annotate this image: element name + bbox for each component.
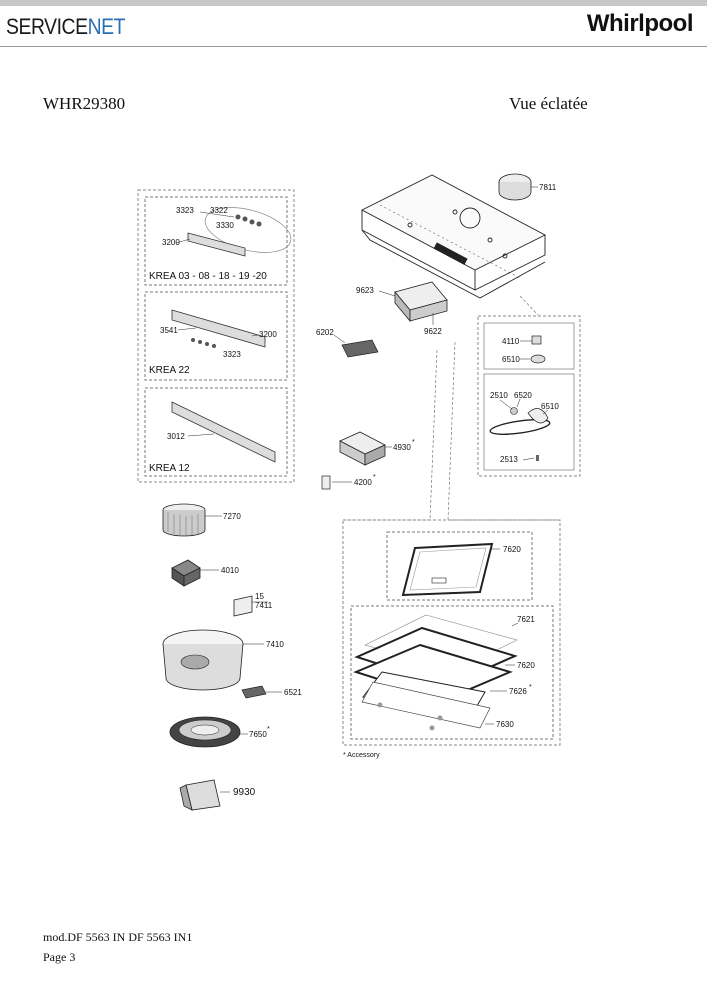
kit-krea-03-panel [187,232,246,257]
part-7270: 7270 [162,503,241,537]
part-6521: 6521 [241,685,302,699]
label-3330: 3330 [216,221,234,230]
label-3323: 3323 [176,206,194,215]
label-7411: 7411 [255,601,273,610]
label-7270: 7270 [223,512,241,521]
label-3322: 3322 [210,206,228,215]
star-4930: * [412,439,415,446]
part-4930: 4930 * [339,431,415,466]
label-4930: 4930 [393,443,411,452]
label-7650: 7650 [249,730,267,739]
label-7811: 7811 [539,183,557,192]
part-4110: 4110 [502,335,542,346]
filter-box-bottom [350,605,554,740]
label-7630: 7630 [496,720,514,729]
label-2513: 2513 [500,455,518,464]
light-box-1 [483,322,575,370]
footer-page: Page 3 [43,950,76,964]
kit-krea-03-knobs [235,214,262,227]
label-7620-b: 7620 [517,661,535,670]
part-7410: 7410 [162,629,284,691]
star-7650: * [267,726,270,733]
light-panel-outer [477,315,581,477]
label-3012: 3012 [167,432,185,441]
filter-box-top [386,531,533,601]
label-2510: 2510 [490,391,508,400]
part-light-assembly: 2510 6520 6510 2513 [489,391,559,464]
label-6521: 6521 [284,688,302,697]
label-9623: 9623 [356,286,374,295]
accessory-note: * Accessory [343,752,380,759]
header-divider [0,46,707,47]
kit-krea-12-panel [171,401,276,463]
kit-krea-03-box [144,196,288,286]
part-9622-9623: 9623 9622 [356,281,448,336]
top-bar [0,0,707,6]
label-7410: 7410 [266,640,284,649]
star-4200: * [373,474,376,481]
star-7626: * [529,684,532,691]
label-6202: 6202 [316,328,334,337]
label-3541: 3541 [160,326,178,335]
part-7811: 7811 [498,173,557,201]
servicenet-logo: SERVICENET [6,14,125,39]
part-6202: 6202 [316,328,379,358]
kit-krea-22-panel [171,309,266,348]
part-9930: 9930 [179,779,256,811]
label-6520: 6520 [514,391,532,400]
label-7620-a: 7620 [503,545,521,554]
kit-krea-22-name: KREA 22 [149,365,190,376]
part-6510-a: 6510 [502,354,546,364]
kit-krea-22-knobs [191,338,216,348]
footer-model: mod.DF 5563 IN DF 5563 IN1 [43,930,193,944]
filter-panel-outer [342,519,561,746]
kit-krea-12-box [144,387,288,477]
part-7411: 15 7411 [233,592,273,617]
label-4110: 4110 [502,337,520,346]
label-9930: 9930 [233,787,256,798]
whirlpool-logo: Whirlpool [586,10,694,37]
model-number: WHR29380 [43,94,126,113]
view-title: Vue éclatée [509,94,588,113]
hood-body [361,174,546,299]
kit-krea-12-name: KREA 12 [149,463,190,474]
label-4010: 4010 [221,566,239,575]
label-3323-b: 3323 [223,350,241,359]
label-6510-b: 6510 [541,402,559,411]
part-4010: 4010 [171,559,239,587]
label-7626: 7626 [509,687,527,696]
label-4200: 4200 [354,478,372,487]
part-7620-a: 7620 [401,542,521,597]
label-3200: 3200 [162,238,180,247]
part-7650: 7650 * [169,716,270,748]
label-9622: 9622 [424,327,442,336]
part-4200: 4200 * [321,474,376,490]
label-7621: 7621 [517,615,535,624]
kit-krea-03-name: KREA 03 - 08 - 18 - 19 -20 [149,271,267,282]
label-15: 15 [255,592,264,601]
light-box-2 [483,373,575,471]
kit-krea-22-box [144,291,288,381]
label-3200-b: 3200 [259,330,277,339]
label-6510-a: 6510 [502,355,520,364]
kit-panel-outer [137,189,295,483]
filter-stack: 7621 7620 7626 * 7630 [353,614,535,731]
